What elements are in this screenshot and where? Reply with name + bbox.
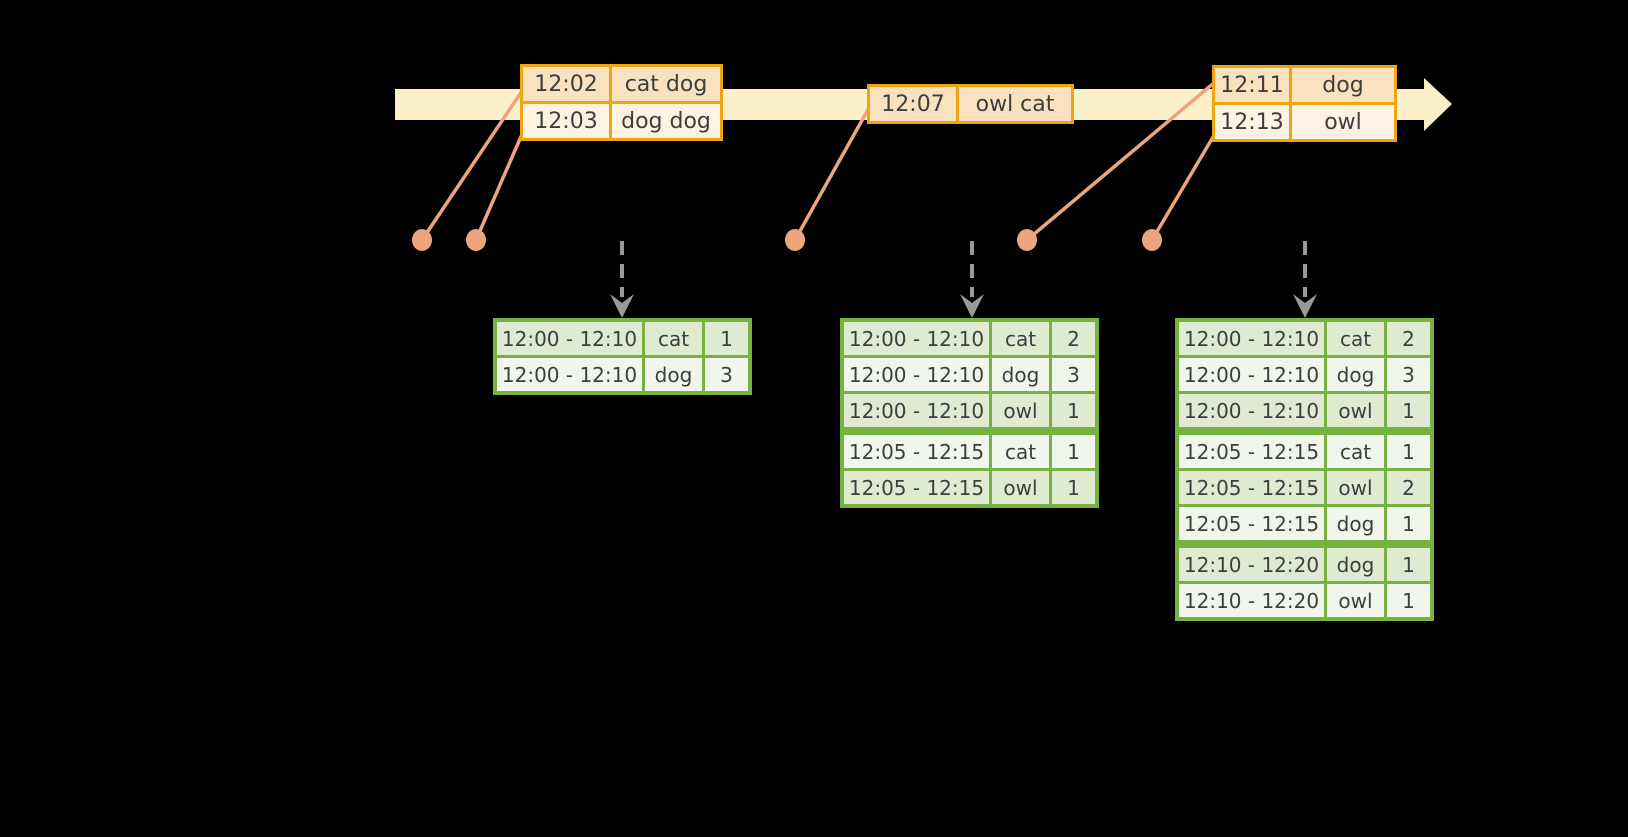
- event-words-cell: owl: [1292, 105, 1394, 139]
- event-words-cell: owl cat: [959, 87, 1071, 121]
- result-window-cell: 12:05 - 12:15: [844, 435, 989, 468]
- result-count-cell: 1: [1387, 584, 1430, 617]
- result-window-cell: 12:05 - 12:15: [1179, 507, 1324, 540]
- event-words-cell: cat dog: [612, 67, 720, 101]
- result-count-cell: 1: [1387, 435, 1430, 468]
- result-count-cell: 1: [1387, 394, 1430, 427]
- result-window-cell: 12:10 - 12:20: [1179, 584, 1324, 617]
- timeline-arrowhead-icon: [1424, 78, 1452, 131]
- event-connector-line: [793, 105, 872, 241]
- event-time-cell: 12:13: [1215, 105, 1289, 139]
- event-words-cell: dog dog: [612, 104, 720, 138]
- result-count-cell: 1: [1052, 471, 1095, 504]
- result-word-cell: cat: [1327, 322, 1384, 355]
- result-count-cell: 3: [705, 358, 748, 391]
- result-word-cell: cat: [992, 435, 1049, 468]
- event-time-cell: 12:11: [1215, 68, 1289, 102]
- result-word-cell: cat: [992, 322, 1049, 355]
- result-count-cell: 1: [1052, 435, 1095, 468]
- trigger-arrowhead-icon: [1293, 294, 1317, 318]
- event-time-cell: 12:07: [870, 87, 956, 121]
- result-count-cell: 1: [705, 322, 748, 355]
- result-count-cell: 1: [1387, 507, 1430, 540]
- event-time-cell: 12:03: [523, 104, 609, 138]
- result-window-cell: 12:00 - 12:10: [844, 358, 989, 391]
- result-window-cell: 12:00 - 12:10: [497, 322, 642, 355]
- trigger-arrowhead-icon: [610, 294, 634, 318]
- event-connector-line: [1025, 80, 1217, 242]
- result-count-cell: 1: [1052, 394, 1095, 427]
- result-word-cell: cat: [1327, 435, 1384, 468]
- event-dot-icon: [1017, 229, 1037, 251]
- result-word-cell: dog: [1327, 548, 1384, 581]
- trigger-arrowhead-icon: [960, 294, 984, 318]
- result-window-cell: 12:00 - 12:10: [844, 322, 989, 355]
- event-dot-icon: [412, 229, 432, 251]
- result-window-cell: 12:00 - 12:10: [497, 358, 642, 391]
- result-count-cell: 2: [1387, 471, 1430, 504]
- result-window-cell: 12:05 - 12:15: [1179, 435, 1324, 468]
- event-dot-icon: [466, 229, 486, 251]
- result-window-cell: 12:00 - 12:10: [1179, 358, 1324, 391]
- result-count-cell: 1: [1387, 548, 1430, 581]
- event-words-cell: dog: [1292, 68, 1394, 102]
- result-word-cell: owl: [1327, 394, 1384, 427]
- result-word-cell: dog: [645, 358, 702, 391]
- event-connector-line: [1150, 131, 1218, 241]
- result-window-cell: 12:05 - 12:15: [844, 471, 989, 504]
- event-connector-line: [474, 131, 525, 241]
- result-count-cell: 3: [1387, 358, 1430, 391]
- result-word-cell: cat: [645, 322, 702, 355]
- result-window-cell: 12:00 - 12:10: [1179, 322, 1324, 355]
- result-count-cell: 2: [1387, 322, 1430, 355]
- result-window-cell: 12:10 - 12:20: [1179, 548, 1324, 581]
- result-window-cell: 12:05 - 12:15: [1179, 471, 1324, 504]
- result-word-cell: owl: [1327, 471, 1384, 504]
- result-word-cell: dog: [992, 358, 1049, 391]
- result-word-cell: owl: [992, 394, 1049, 427]
- result-word-cell: dog: [1327, 358, 1384, 391]
- event-connector-line: [420, 87, 526, 241]
- result-count-cell: 3: [1052, 358, 1095, 391]
- event-time-cell: 12:02: [523, 67, 609, 101]
- result-word-cell: owl: [992, 471, 1049, 504]
- result-word-cell: dog: [1327, 507, 1384, 540]
- event-dot-icon: [785, 229, 805, 251]
- result-count-cell: 2: [1052, 322, 1095, 355]
- result-window-cell: 12:00 - 12:10: [1179, 394, 1324, 427]
- result-word-cell: owl: [1327, 584, 1384, 617]
- event-dot-icon: [1142, 229, 1162, 251]
- result-window-cell: 12:00 - 12:10: [844, 394, 989, 427]
